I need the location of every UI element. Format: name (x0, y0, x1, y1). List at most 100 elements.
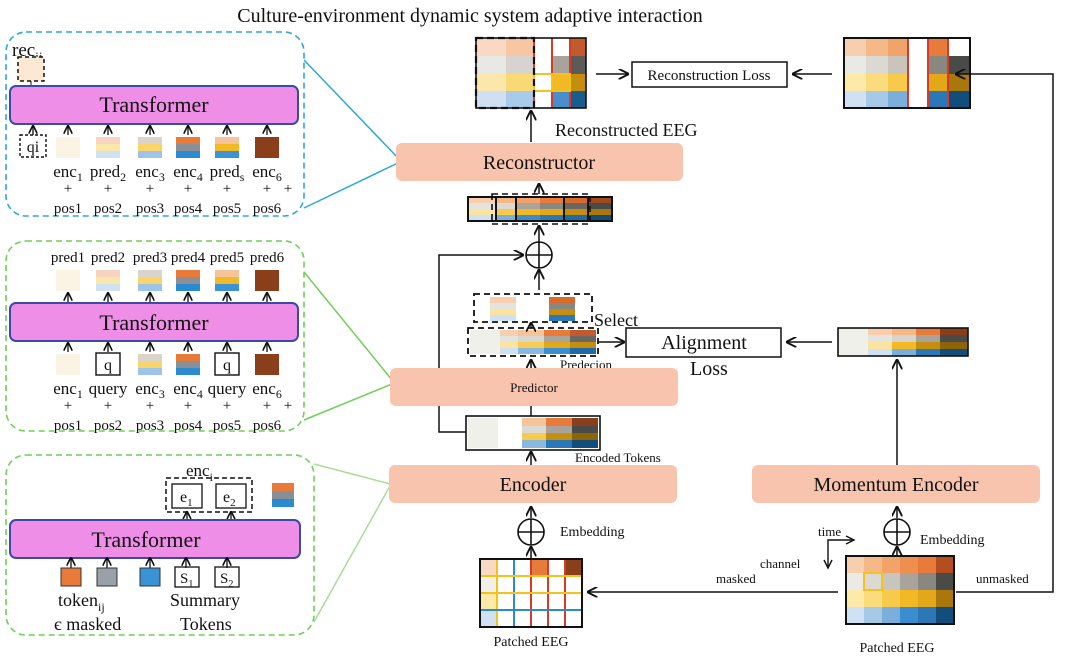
token-label-preds: preds (210, 162, 245, 184)
token-preds (215, 137, 239, 158)
token-label-enc3: enc3 (135, 162, 165, 184)
plus-sign: + (263, 398, 271, 414)
panel-bot-border (5, 454, 315, 636)
combined-token-strip (467, 193, 613, 225)
query-symbol: q (104, 357, 112, 374)
prediction-strip (467, 327, 599, 357)
channel-label: channel (760, 556, 801, 571)
reconstructed-eeg-label: Reconstructed EEG (555, 120, 697, 140)
token-label-pred2: pred2 (90, 162, 126, 184)
output-token-pred3 (138, 270, 162, 291)
mid-token-enc4 (176, 354, 200, 375)
mid-position-label-pos6: pos6 (253, 418, 282, 434)
output-token-pred2 (96, 270, 120, 291)
plus-sign: + (184, 181, 192, 197)
plus-sign: + (104, 398, 112, 414)
plus-sign: + (223, 398, 231, 414)
unmasked-label: unmasked (976, 571, 1029, 586)
output-token-pred4 (176, 270, 200, 291)
query-qi-label: qi (27, 139, 40, 156)
mid-token-arrows (68, 343, 267, 352)
encoded-tokens-label: Encoded Tokens (575, 450, 661, 465)
embedding-label-left: Embedding (560, 525, 625, 540)
output-label-pred2: pred2 (91, 250, 125, 266)
momentum-output-strip (837, 327, 969, 357)
s2-box (214, 566, 240, 588)
mid-token-label-query: query (208, 379, 247, 398)
mid-position-label-pos2: pos2 (94, 418, 122, 434)
tokens-label: Tokens (180, 614, 232, 634)
panel-bot: enci e1 e2 Transformer S1 S2 tokenij є m… (5, 454, 315, 636)
plus-sign: + (146, 181, 154, 197)
loss-label: Loss (690, 358, 728, 380)
plus-sign: + (64, 398, 72, 414)
masked-label: masked (716, 571, 756, 586)
selected-tokens (473, 293, 593, 323)
mid-token-row: enc1+pos1qquery+pos2enc3+pos3enc4+pos4qq… (53, 352, 292, 434)
token-label-enc4: enc4 (173, 162, 203, 184)
s1-box (174, 566, 200, 588)
transformer-label-bot: Transformer (91, 527, 201, 552)
predictor-block (390, 368, 678, 406)
summary-label: Summary (170, 590, 240, 610)
mid-token-enc3 (138, 354, 162, 375)
output-token-pred1 (56, 270, 80, 291)
position-label-pos2: pos2 (94, 201, 122, 217)
token-label-enc6: enc6 (252, 162, 282, 184)
encoder-label: Encoder (500, 474, 567, 496)
token-blue (139, 567, 161, 587)
plus-sign: + (223, 181, 231, 197)
top-token-arrows (33, 126, 267, 135)
output-label-pred5: pred5 (210, 250, 244, 266)
reconstruction-loss-label: Reconstruction Loss (648, 68, 771, 84)
rec-output-box (17, 56, 45, 82)
query-token-box: q (214, 352, 240, 376)
output-label-pred3: pred3 (133, 250, 167, 266)
transformer-block-top (9, 85, 299, 125)
e2-box (215, 483, 247, 509)
momentum-encoder-block (752, 465, 1040, 503)
panel-connectors (303, 59, 401, 623)
skip-connection (438, 255, 523, 433)
output-label-pred4: pred4 (171, 250, 206, 266)
plus-sign: + (64, 181, 72, 197)
patched-eeg-right-label: Patched EEG (859, 641, 934, 656)
plus-sign: + (284, 181, 292, 197)
s1-label: S1 (180, 571, 193, 590)
plus-sign: + (146, 398, 154, 414)
mid-token-label-query: query (89, 379, 128, 398)
output-label-pred6: pred6 (250, 250, 285, 266)
e1-label: e1 (180, 489, 193, 509)
token-enc4 (176, 137, 200, 158)
output-token-pred6 (255, 270, 279, 291)
encoded-tokens-strip (465, 415, 601, 451)
reconstructed-eeg-grid (474, 36, 587, 110)
mid-token-label-enc1: enc1 (53, 379, 83, 401)
top-token-row: enc1+pos1pred2+pos2enc3+pos3enc4+pos4pre… (53, 137, 292, 217)
encoder-block (389, 465, 677, 503)
reconstruction-loss-box (631, 61, 788, 88)
token-enc3 (138, 137, 162, 158)
figure-title: Culture-environment dynamic system adapt… (237, 5, 702, 27)
select-label: Select (594, 310, 638, 330)
enc-i-label: enci (186, 461, 214, 484)
embedding-label-right: Embedding (920, 533, 985, 548)
mid-token-label-enc6: enc6 (252, 379, 282, 401)
alignment-loss-box (625, 327, 782, 358)
axis-indicator (823, 535, 856, 570)
query-symbol: q (223, 357, 231, 374)
transformer-block-mid (9, 302, 299, 342)
mid-position-label-pos4: pos4 (174, 418, 203, 434)
masked-tokens-label: є masked (54, 614, 121, 634)
token-enc1 (56, 137, 80, 158)
reconstructor-label: Reconstructor (483, 152, 596, 174)
alignment-label: Alignment (661, 332, 747, 354)
mid-token-label-enc3: enc3 (135, 379, 165, 401)
plus-sign: + (284, 398, 292, 414)
enc-i-color-swatch (272, 483, 294, 507)
token-label-enc1: enc1 (53, 162, 83, 184)
position-label-pos3: pos3 (136, 201, 164, 217)
